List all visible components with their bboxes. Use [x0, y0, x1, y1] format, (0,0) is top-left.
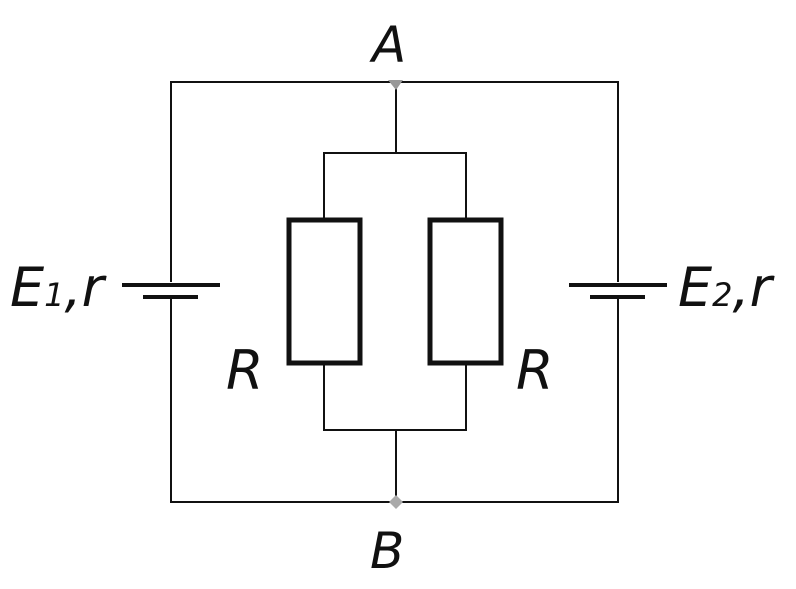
branch-bottom	[323, 363, 467, 431]
source-left-r: r	[82, 256, 107, 319]
resistor-left	[286, 217, 363, 366]
source-label-left: E1,r	[10, 256, 107, 319]
source-right-r: r	[750, 256, 775, 319]
battery-left	[122, 283, 220, 299]
resistor-right	[427, 217, 504, 366]
outer-wire-right	[395, 81, 619, 282]
source-left-sep: ,	[64, 256, 81, 319]
resistor-label-right: R	[516, 339, 554, 402]
source-right-sep: ,	[732, 256, 749, 319]
resistor-label-left: R	[226, 339, 264, 402]
source-right-sub: 2	[712, 276, 732, 314]
node-b-marker	[389, 495, 403, 509]
node-a-marker	[388, 80, 403, 90]
branch-top	[323, 152, 467, 220]
outer-wire-left	[170, 81, 395, 282]
source-left-sub: 1	[44, 276, 64, 314]
battery-right	[569, 283, 667, 299]
source-right-e: E	[678, 256, 713, 319]
node-label-b: B	[370, 522, 404, 580]
source-left-e: E	[10, 256, 45, 319]
source-label-right: E2,r	[678, 256, 775, 319]
outer-wire-right-lower	[395, 298, 619, 503]
wires	[170, 81, 619, 503]
node-label-a: A	[369, 16, 406, 74]
outer-wire-left-lower	[170, 298, 395, 503]
